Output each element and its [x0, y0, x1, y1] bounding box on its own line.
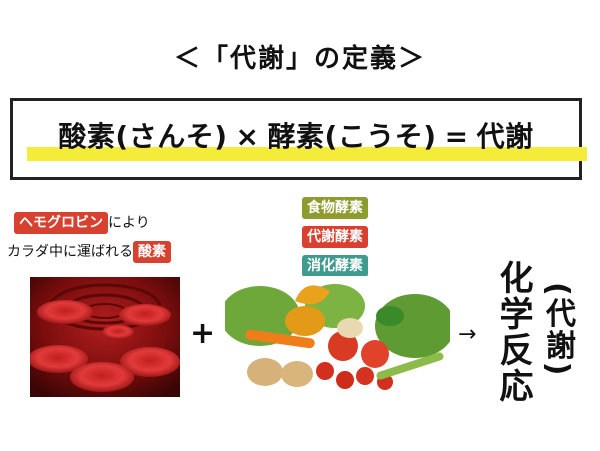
arrow-icon: →	[458, 322, 477, 347]
enzyme-list: 食物酵素 代謝酵素 消化酵素	[302, 197, 368, 277]
digestive-enzyme-badge: 消化酵素	[302, 255, 368, 277]
oxygen-badge: 酸素	[133, 241, 171, 263]
formula-box: 酸素(さんそ)×酵素(こうそ)=代謝	[10, 98, 587, 180]
hemoglobin-text1: により	[108, 215, 150, 231]
formula-equals: =	[444, 120, 469, 153]
hemoglobin-badge: ヘモグロビン	[14, 212, 108, 234]
chemical-reaction-label: 化学反応	[493, 260, 533, 404]
red-blood-cells-image	[30, 277, 180, 397]
metabolic-enzyme-badge: 代謝酵素	[302, 226, 368, 248]
formula-times: ×	[235, 120, 260, 153]
formula-enzyme: 酵素(こうそ)	[267, 120, 437, 153]
formula: 酸素(さんそ)×酵素(こうそ)=代謝	[13, 115, 579, 155]
formula-oxygen: 酸素(さんそ)	[58, 120, 228, 153]
page-title: ＜「代謝」の定義＞	[173, 44, 426, 74]
hemoglobin-text2: カラダ中に運ばれる	[7, 244, 133, 260]
formula-metabolism: 代謝	[476, 120, 534, 153]
vegetables-image	[225, 276, 450, 396]
food-enzyme-badge: 食物酵素	[302, 197, 368, 219]
hemoglobin-caption-line2: カラダ中に運ばれる酸素	[7, 241, 171, 263]
hemoglobin-caption-line1: ヘモグロビンにより	[14, 212, 150, 234]
metabolism-parenthetical: (代謝)	[540, 282, 575, 378]
formula-highlight	[27, 147, 587, 161]
plus-sign: +	[190, 316, 216, 351]
